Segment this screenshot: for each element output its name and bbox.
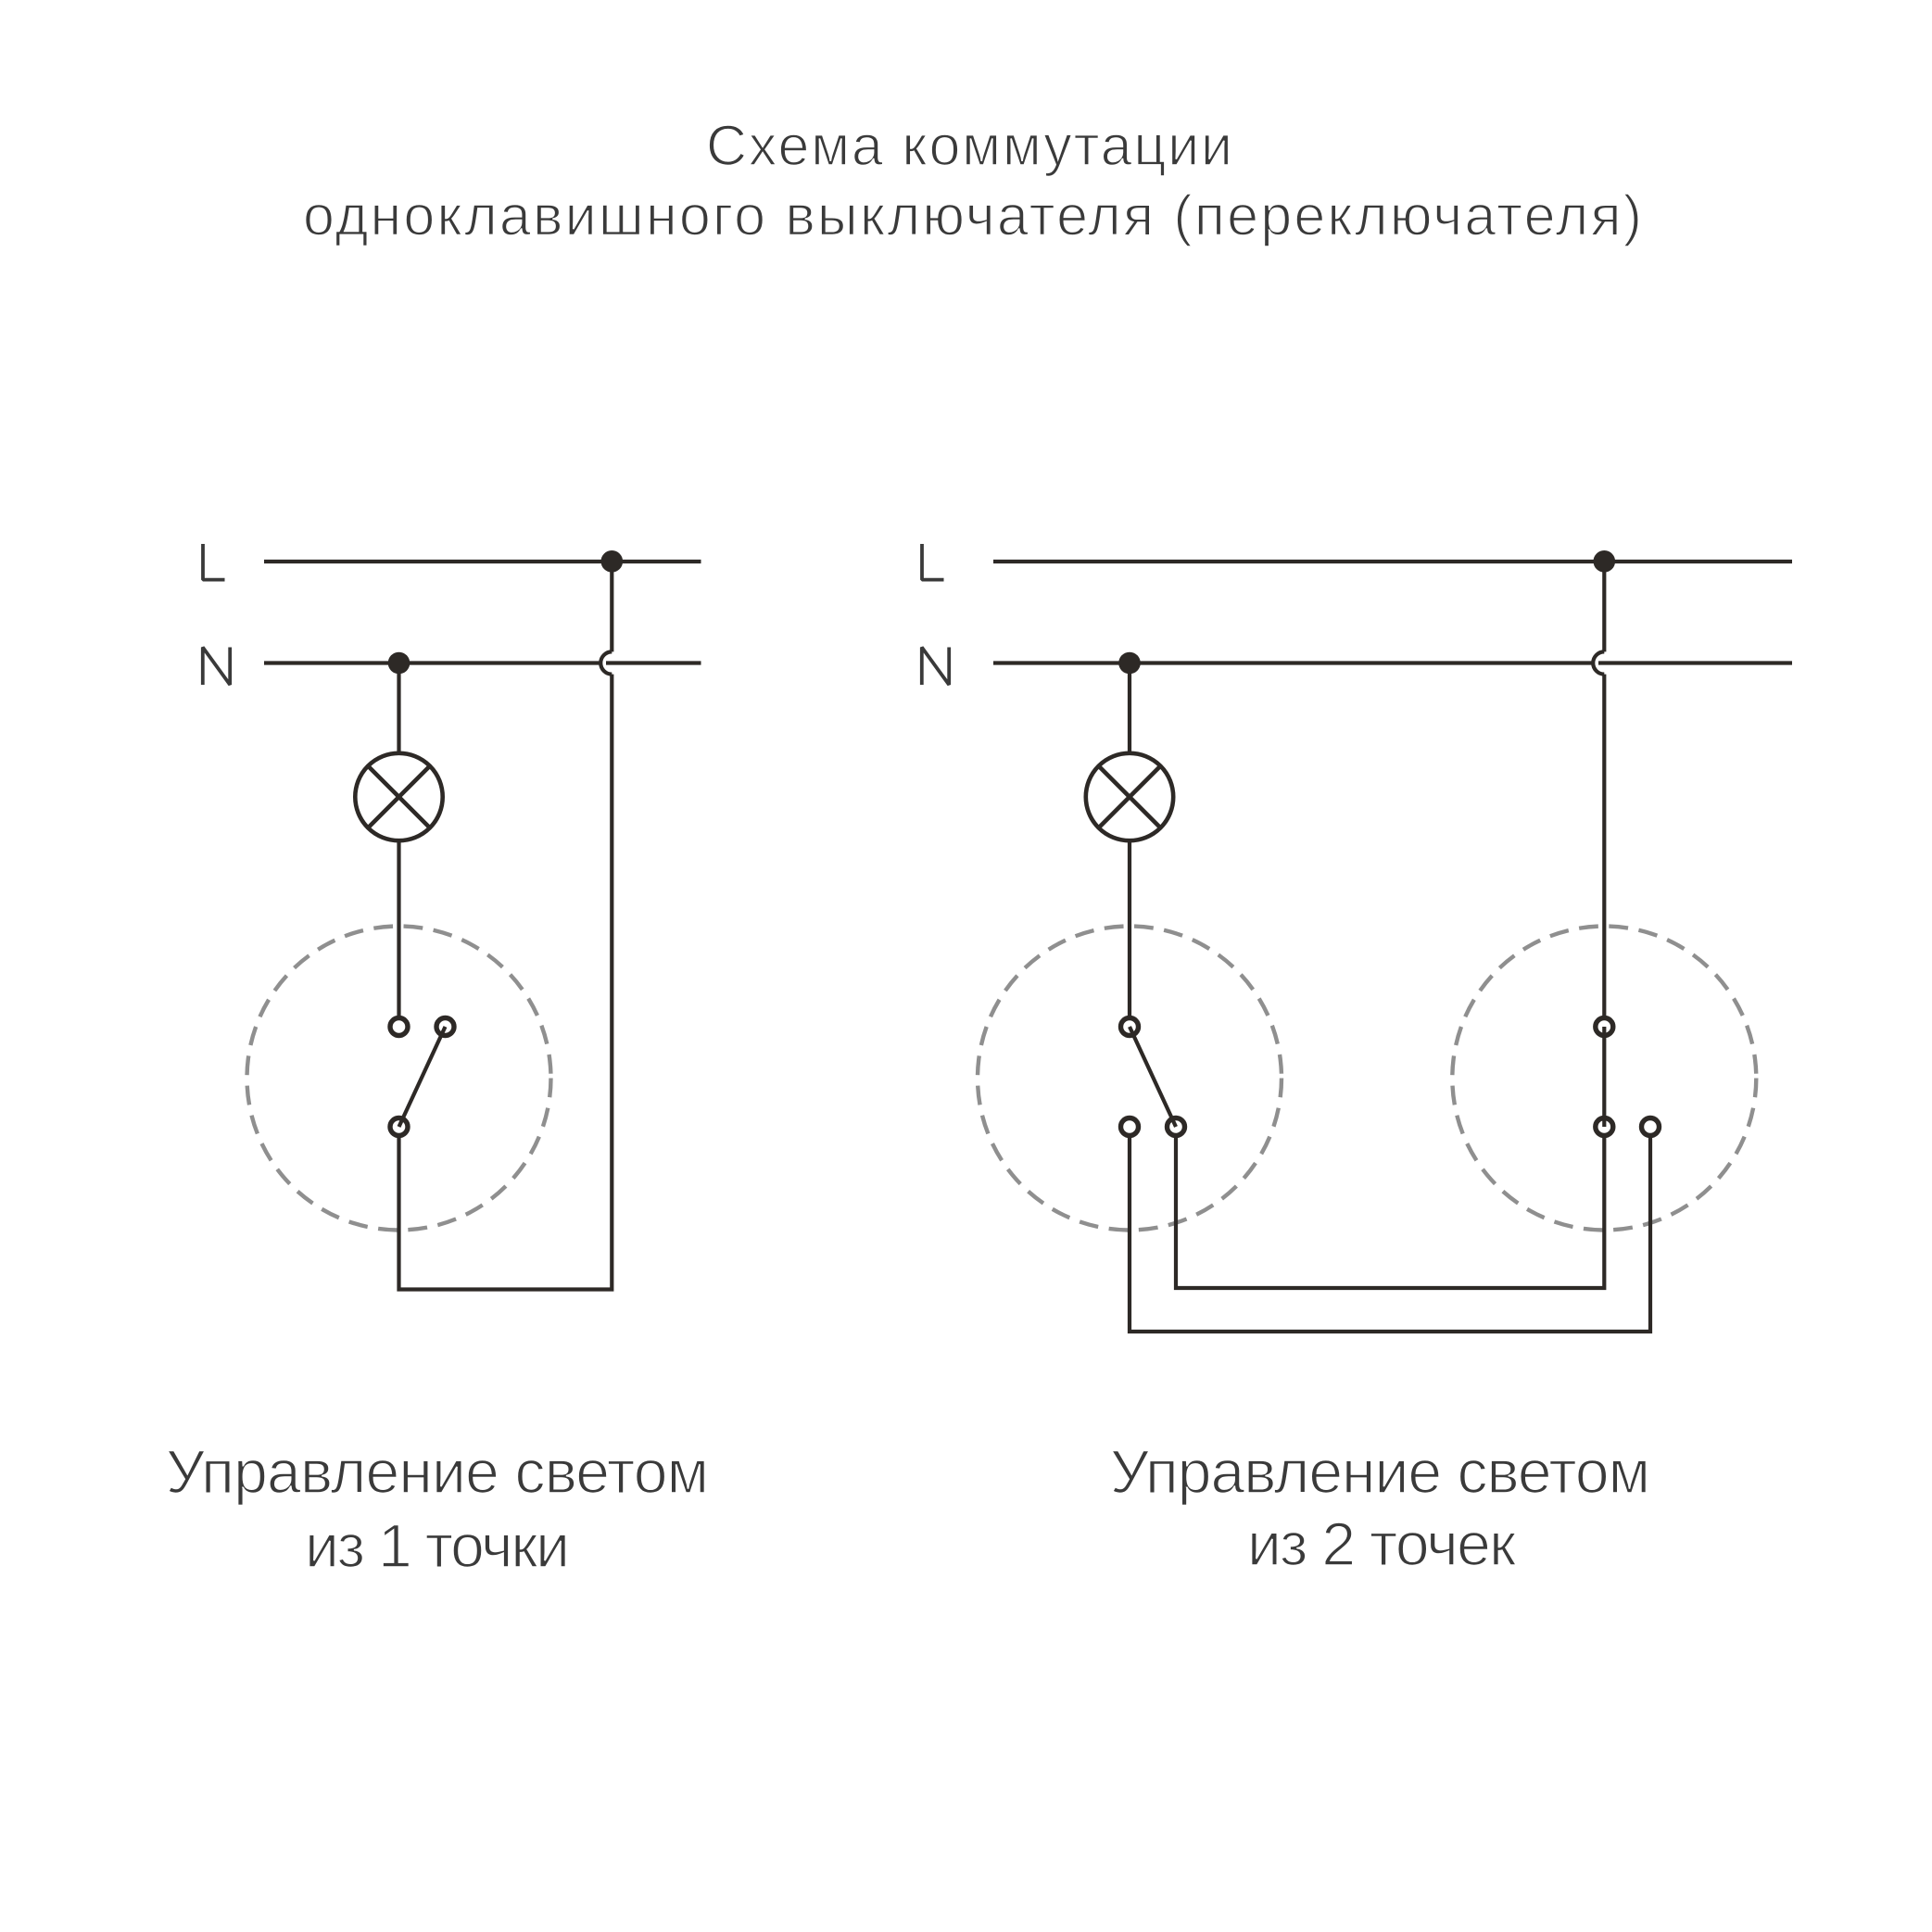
svg-text:одноклавишного выключателя (пе: одноклавишного выключателя (переключател… bbox=[303, 184, 1642, 247]
svg-text:Управление светом: Управление светом bbox=[166, 1437, 709, 1506]
svg-text:Управление светом: Управление светом bbox=[1110, 1437, 1650, 1506]
svg-text:Схема коммутации: Схема коммутации bbox=[706, 114, 1232, 177]
svg-text:из 2 точек: из 2 точек bbox=[1247, 1509, 1517, 1578]
svg-text:из 1 точки: из 1 точки bbox=[305, 1511, 570, 1580]
